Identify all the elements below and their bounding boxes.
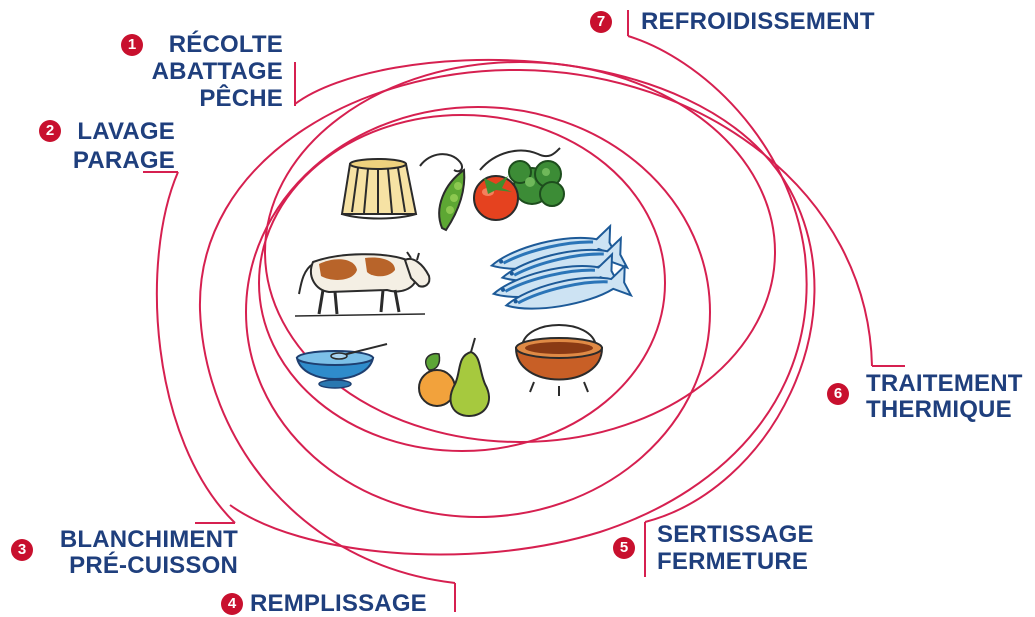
step-2-label-line-2: PARAGE <box>60 146 175 175</box>
step-5-label: SERTISSAGE FERMETURE <box>657 521 814 575</box>
step-3-label: BLANCHIMENT PRÉ-CUISSON <box>38 527 238 579</box>
bowl-icon <box>297 344 387 388</box>
pears-icon <box>419 338 489 416</box>
step-1-label-line-1: RÉCOLTE <box>133 31 283 58</box>
step-3-label-line-1: BLANCHIMENT <box>38 527 238 553</box>
step-7-label-line-1: REFROIDISSEMENT <box>641 9 875 35</box>
connector-arc-step-2 <box>157 172 235 523</box>
step-5-label-line-1: SERTISSAGE <box>657 521 814 548</box>
step-3-label-line-2: PRÉ-CUISSON <box>38 553 238 579</box>
step-4-number-badge: 4 <box>221 593 243 615</box>
step-6-label-line-2: THERMIQUE <box>866 397 1023 423</box>
step-7-label: REFROIDISSEMENT <box>641 9 875 35</box>
cow-icon <box>295 252 429 316</box>
lower-cycle-circle <box>246 107 710 517</box>
step-3-number-badge: 3 <box>11 539 33 561</box>
basket-icon <box>342 159 416 219</box>
vegetables-icon <box>420 148 564 230</box>
step-1-label: RÉCOLTE ABATTAGE PÊCHE <box>133 31 283 112</box>
fish-icon <box>485 224 633 323</box>
cycle-lines <box>157 36 872 583</box>
step-6-label: TRAITEMENT THERMIQUE <box>866 371 1023 423</box>
step-1-label-line-2: ABATTAGE <box>133 58 283 85</box>
step-5-label-line-2: FERMETURE <box>657 548 814 575</box>
step-4-label: REMPLISSAGE <box>250 592 427 616</box>
connector-arc-step-4 <box>200 70 872 583</box>
step-4-label-line-1: REMPLISSAGE <box>250 592 427 616</box>
step-2-number-badge: 2 <box>39 120 61 142</box>
step-6-label-line-1: TRAITEMENT <box>866 371 1023 397</box>
step-5-number-badge: 5 <box>613 537 635 559</box>
step-2-label-line-1: LAVAGE <box>60 117 175 146</box>
step-1-label-line-3: PÊCHE <box>133 85 283 112</box>
pot-icon <box>516 325 602 396</box>
step-7-number-badge: 7 <box>590 11 612 33</box>
step-6-number-badge: 6 <box>827 383 849 405</box>
step-2-label: LAVAGE PARAGE <box>60 117 175 175</box>
